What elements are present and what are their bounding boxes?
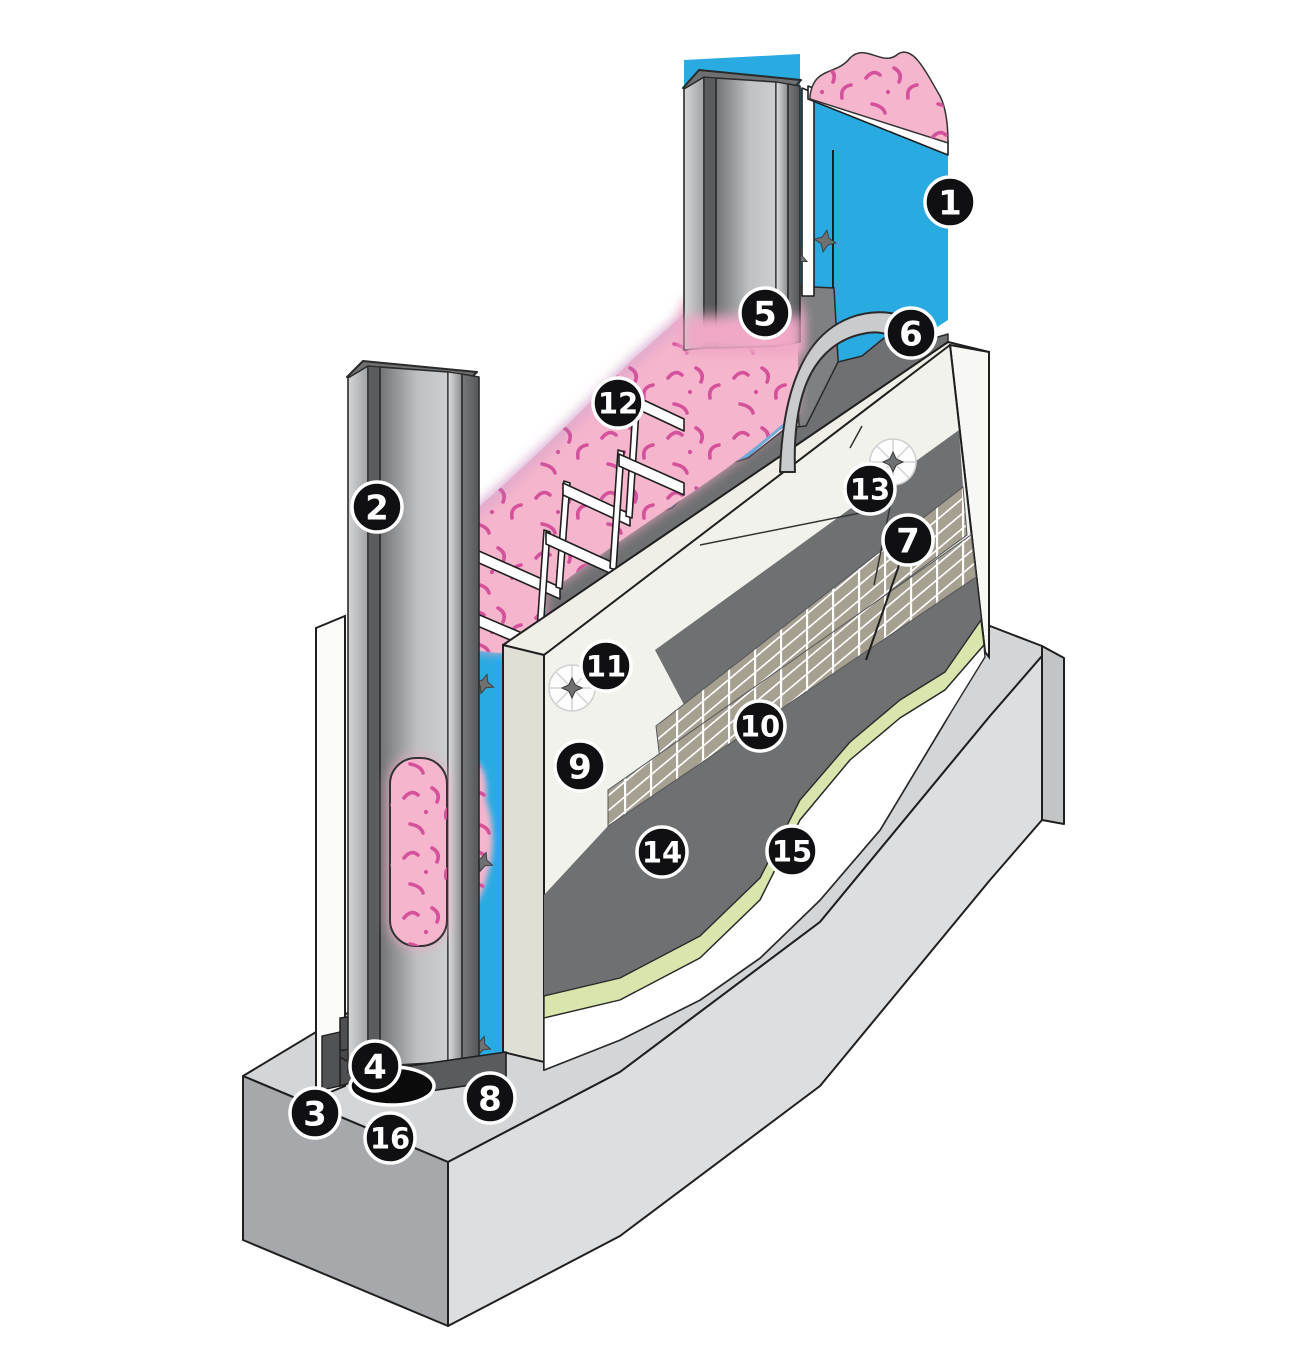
svg-text:10: 10 [740, 709, 780, 743]
svg-text:16: 16 [370, 1121, 410, 1155]
callout-10: 10 [733, 699, 787, 753]
callout-2: 2 [350, 480, 404, 534]
base-coat-lower-band [544, 577, 981, 996]
callout-5: 5 [738, 286, 792, 340]
svg-text:6: 6 [899, 314, 923, 354]
callout-6: 6 [884, 306, 938, 360]
svg-text:7: 7 [896, 521, 920, 561]
callout-14: 14 [635, 825, 689, 879]
callout-15: 15 [765, 824, 819, 878]
callout-9: 9 [553, 739, 607, 793]
callout-8: 8 [463, 1071, 517, 1125]
svg-text:2: 2 [365, 488, 389, 528]
steel-stud-top [682, 69, 802, 354]
foam-joint-line [699, 506, 891, 586]
callout-12: 12 [591, 376, 645, 430]
callout-16: 16 [363, 1111, 417, 1165]
foam-top-joint [849, 425, 863, 449]
svg-text:9: 9 [568, 747, 592, 787]
foam-side-face [502, 643, 545, 1064]
svg-text:14: 14 [642, 835, 682, 869]
svg-text:1: 1 [938, 183, 962, 223]
callout-7: 7 [881, 513, 935, 567]
interior-gypsum-board [315, 614, 346, 1100]
callout-11: 11 [579, 639, 633, 693]
callout-3: 3 [288, 1086, 342, 1140]
svg-text:15: 15 [772, 834, 812, 868]
svg-text:5: 5 [753, 294, 777, 334]
svg-text:4: 4 [363, 1047, 387, 1087]
svg-text:11: 11 [586, 649, 626, 683]
svg-text:13: 13 [850, 472, 890, 506]
steel-stud-left [346, 360, 480, 1073]
svg-text:8: 8 [478, 1079, 502, 1119]
callout-1: 1 [923, 175, 977, 229]
callout-badges: 1 2 3 4 5 6 7 8 [288, 175, 977, 1165]
svg-text:12: 12 [598, 386, 638, 420]
callout-4: 4 [348, 1039, 402, 1093]
callout-7-leader [865, 547, 906, 661]
foundation-right-cap [1041, 645, 1065, 825]
callout-13: 13 [843, 462, 897, 516]
svg-text:3: 3 [303, 1094, 327, 1134]
bottom-white-band [543, 644, 986, 1071]
